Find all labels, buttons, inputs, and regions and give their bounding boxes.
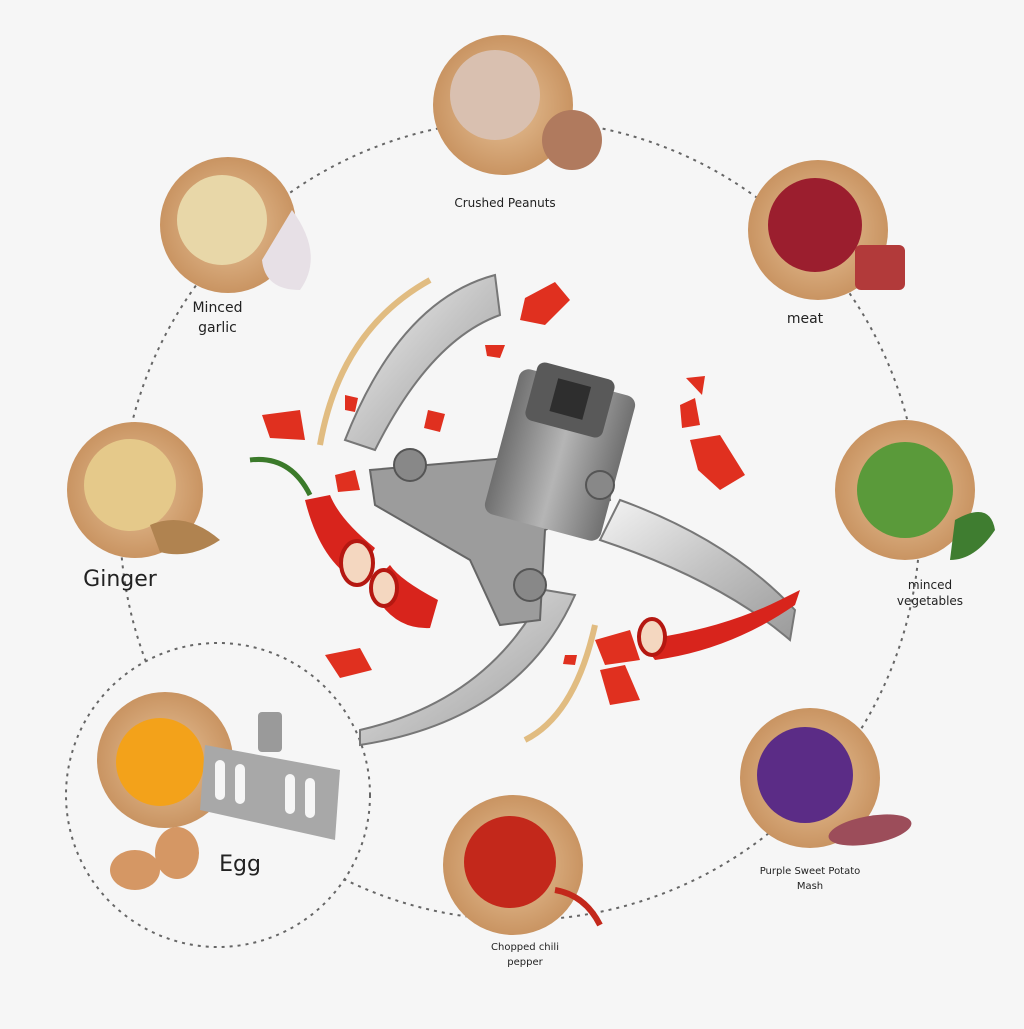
label-minced-garlic: Minced garlic — [192, 300, 243, 336]
motion-swoosh — [523, 624, 598, 743]
label-minced-vegetables: minced vegetables — [896, 578, 964, 608]
label-crushed-peanuts: Crushed Peanuts — [454, 196, 556, 210]
blade-right — [598, 498, 797, 642]
plate-crushed-peanuts — [433, 35, 602, 175]
label-meat: meat — [786, 311, 824, 327]
plate-chopped-chili — [443, 795, 603, 935]
plate-minced-vegetables — [835, 420, 995, 560]
label-ginger: Ginger — [83, 567, 157, 592]
blade-assembly — [343, 273, 797, 747]
plate-purple-sweet-potato — [740, 708, 912, 848]
label-egg: Egg — [219, 852, 261, 877]
rivet — [585, 470, 615, 500]
rivet — [513, 568, 547, 602]
chili-flakes — [262, 282, 745, 705]
blade-top — [343, 273, 502, 452]
blade-bottom — [359, 588, 577, 747]
label-chopped-chili: Chopped chili pepper — [491, 942, 559, 968]
rivet — [393, 448, 427, 482]
plate-egg — [97, 692, 340, 890]
label-purple-sweet-potato: Purple Sweet Potato Mash — [759, 866, 861, 892]
plate-meat — [748, 160, 905, 300]
plate-minced-garlic — [160, 157, 311, 293]
chili-pepper-left — [249, 456, 438, 629]
square-drive — [549, 378, 592, 420]
motion-swoosh — [317, 277, 432, 446]
chili-pepper-right — [637, 590, 800, 660]
plate-ginger — [67, 422, 220, 558]
